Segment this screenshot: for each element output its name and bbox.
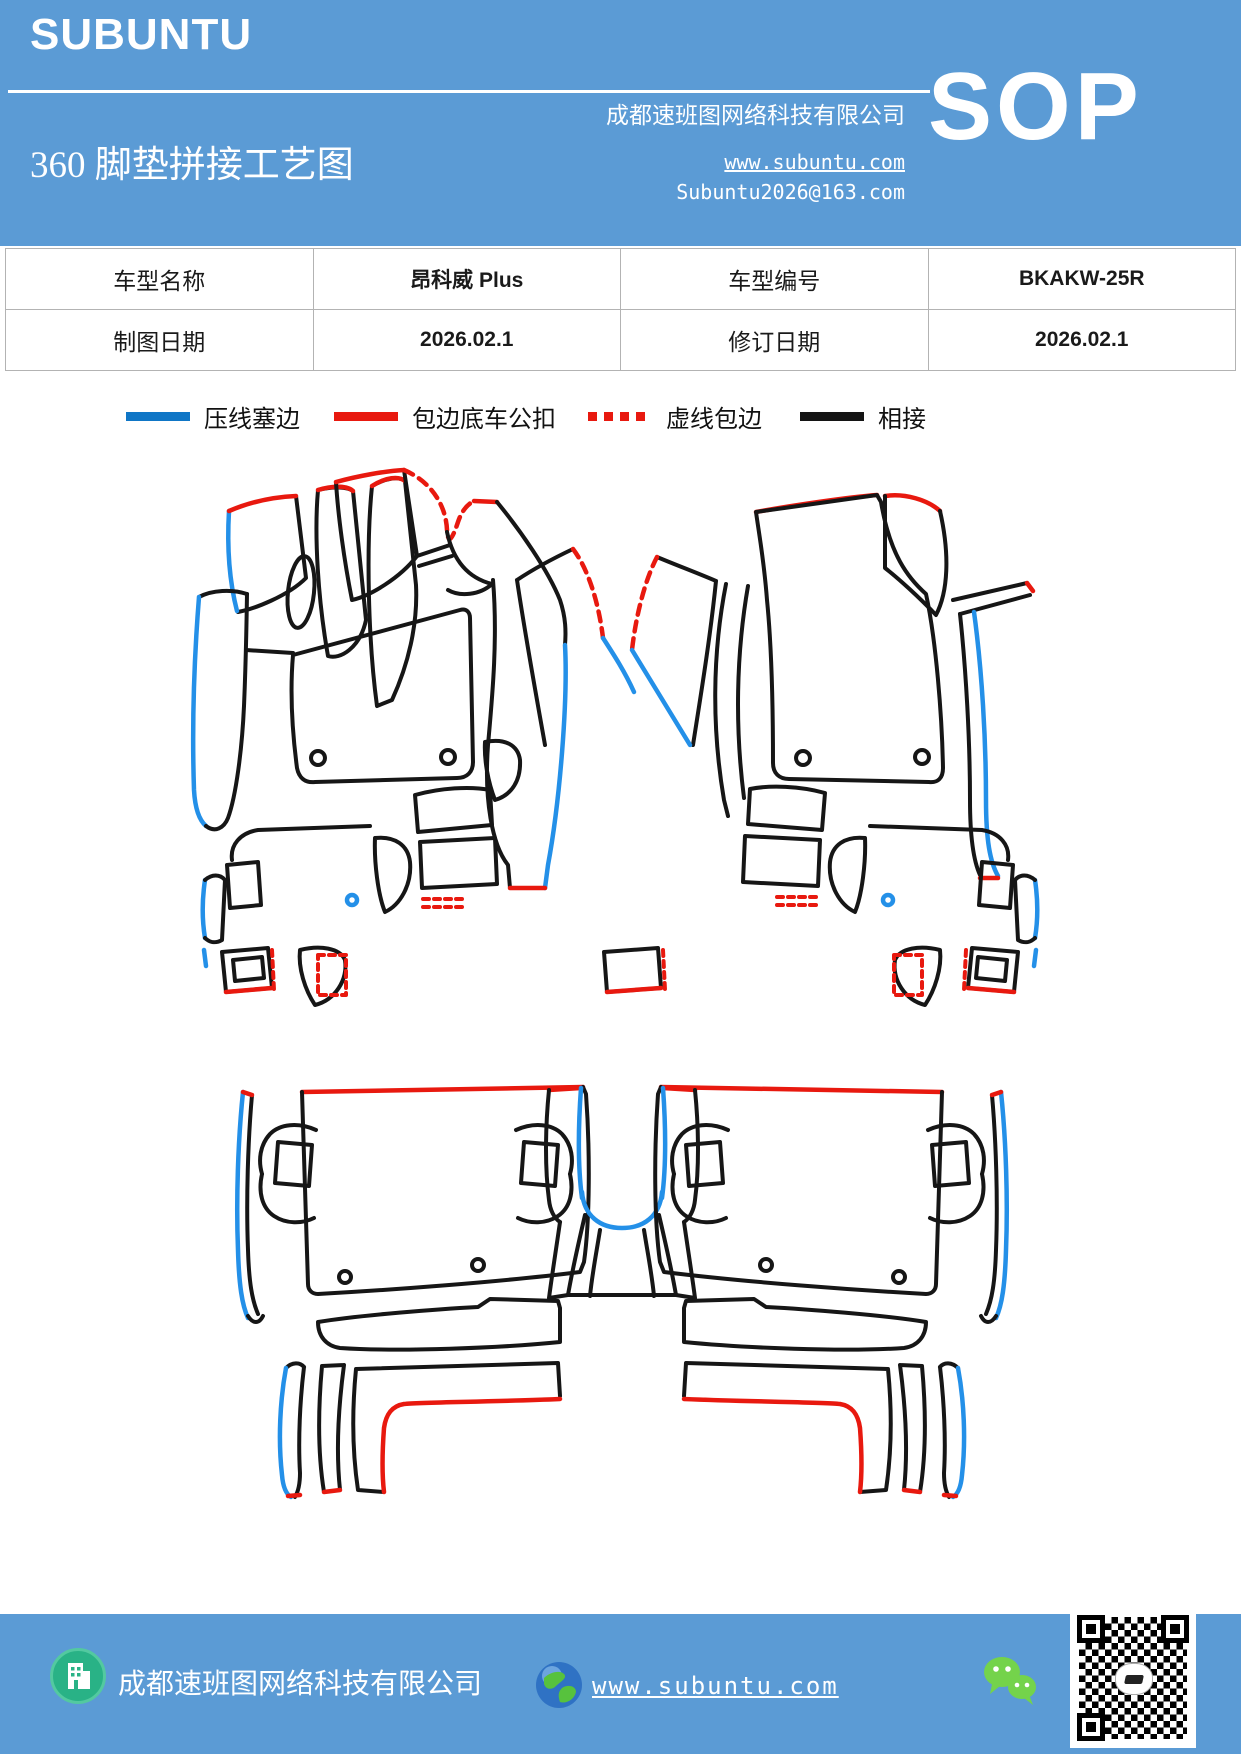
front-left-mat-group	[190, 467, 637, 1007]
blue-line-swatch	[126, 411, 190, 421]
header: SUBUNTU 360 脚垫拼接工艺图 成都速班图网络科技有限公司 www.su…	[0, 0, 1241, 246]
header-email: Subuntu2026@163.com	[676, 180, 905, 204]
line-legend: 压线塞边 包边底车公扣 虚线包边 相接	[0, 396, 1241, 436]
sop-badge: SOP	[928, 53, 1143, 160]
revise-date-label: 修订日期	[620, 309, 929, 371]
rear-mat-group	[234, 1084, 1010, 1500]
footer-company-name: 成都速班图网络科技有限公司	[118, 1669, 483, 1700]
model-name-value: 昂科威 Plus	[312, 248, 621, 310]
red-dashed-swatch	[588, 411, 652, 421]
footer: 成都速班图网络科技有限公司 www.subuntu.com	[0, 1614, 1241, 1754]
table-row: 制图日期 2026.02.1 修订日期 2026.02.1	[5, 309, 1236, 371]
legend-item-press-line: 压线塞边	[126, 396, 300, 436]
mat-splicing-diagram	[190, 467, 1040, 1500]
legend-item-edge-buckle: 包边底车公扣	[334, 396, 556, 436]
table-row: 车型名称 昂科威 Plus 车型编号 BKAKW-25R	[5, 248, 1236, 310]
header-website-link[interactable]: www.subuntu.com	[724, 150, 905, 174]
qr-code	[1070, 1608, 1196, 1748]
page-title: 360 脚垫拼接工艺图	[30, 145, 354, 186]
model-code-value: BKAKW-25R	[927, 248, 1236, 310]
draw-date-value: 2026.02.1	[312, 309, 621, 371]
front-right-mat-group	[602, 492, 1040, 1007]
model-name-label: 车型名称	[5, 248, 314, 310]
globe-icon	[534, 1660, 584, 1710]
draw-date-label: 制图日期	[5, 309, 314, 371]
building-icon	[50, 1648, 106, 1704]
header-divider	[8, 90, 930, 93]
legend-item-join: 相接	[800, 396, 926, 436]
legend-item-dashed-wrap: 虚线包边	[588, 396, 762, 436]
black-line-swatch	[800, 411, 864, 421]
footer-website-link[interactable]: www.subuntu.com	[592, 1672, 839, 1700]
wechat-icon	[980, 1654, 1042, 1710]
vehicle-info-table: 车型名称 昂科威 Plus 车型编号 BKAKW-25R 制图日期 2026.0…	[5, 248, 1236, 371]
brand-logo: SUBUNTU	[30, 10, 253, 59]
model-code-label: 车型编号	[620, 248, 929, 310]
header-company-name: 成都速班图网络科技有限公司	[606, 103, 905, 128]
red-line-swatch	[334, 411, 398, 421]
revise-date-value: 2026.02.1	[927, 309, 1236, 371]
